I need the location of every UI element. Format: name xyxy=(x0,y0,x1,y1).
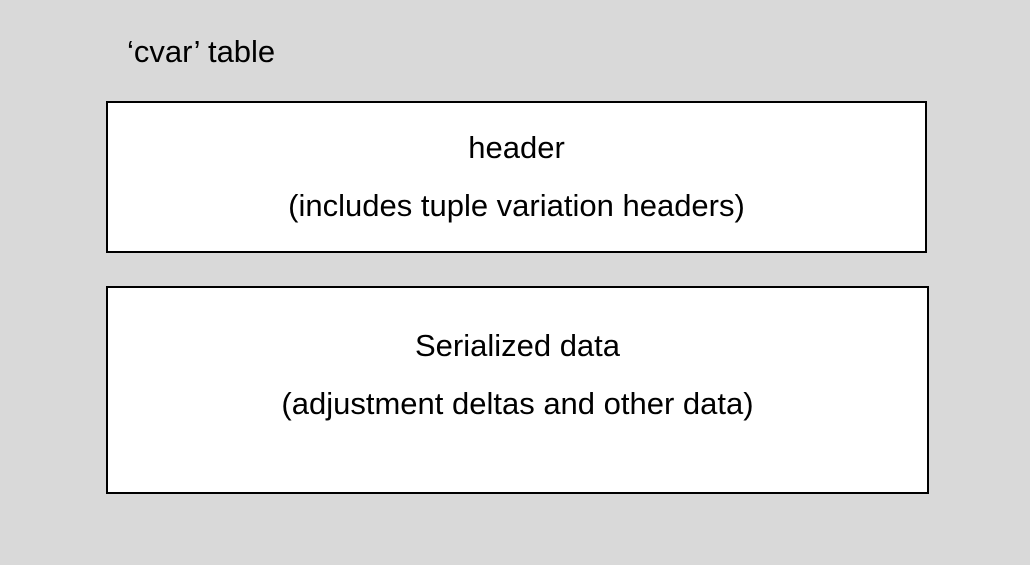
header-box-line-2: (includes tuple variation headers) xyxy=(288,188,745,223)
serialized-data-box-line-2: (adjustment deltas and other data) xyxy=(281,386,754,421)
header-box-line-1: header xyxy=(468,130,565,165)
serialized-data-box: Serialized data (adjustment deltas and o… xyxy=(106,286,929,494)
diagram-title: ‘cvar’ table xyxy=(127,34,276,69)
serialized-data-box-line-1: Serialized data xyxy=(414,328,621,363)
header-box: header (includes tuple variation headers… xyxy=(106,101,927,253)
